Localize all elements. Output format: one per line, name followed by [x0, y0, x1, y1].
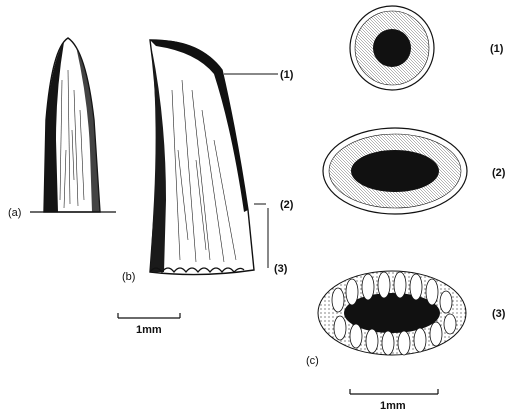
- cross-section-1: [350, 6, 434, 90]
- scale-bar-left: [118, 313, 180, 318]
- cross-section-2: [323, 128, 467, 214]
- scale-bar-left-label: 1mm: [136, 324, 162, 336]
- label-c: (c): [306, 355, 319, 367]
- scale-bar-right-label: 1mm: [380, 400, 406, 412]
- tooth-a-drawing: [30, 38, 116, 212]
- label-three: (3): [274, 263, 288, 275]
- scale-bar-right: [350, 389, 438, 394]
- cross-section-3: [318, 271, 466, 355]
- side-label-one: (1): [490, 43, 504, 55]
- tooth-b-drawing: [150, 40, 254, 275]
- side-label-three: (3): [492, 308, 506, 320]
- label-b: (b): [122, 271, 135, 283]
- label-one: (1): [280, 69, 294, 81]
- side-label-two: (2): [492, 167, 506, 179]
- label-two: (2): [280, 199, 294, 211]
- label-a: (a): [8, 207, 21, 219]
